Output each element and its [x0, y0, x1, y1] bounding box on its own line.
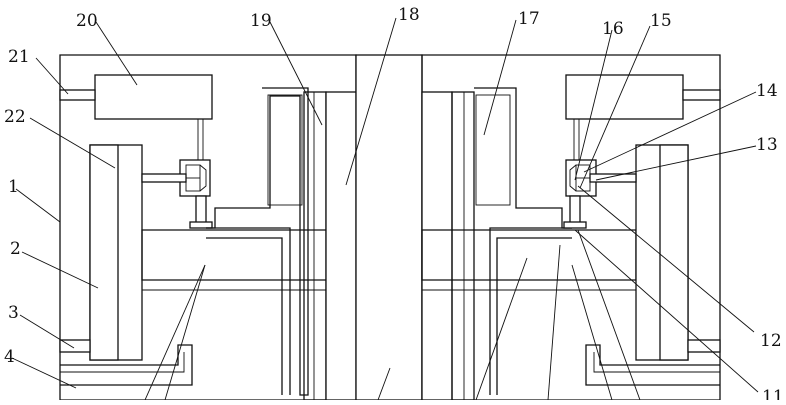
central-shaft-18 [355, 54, 423, 401]
left-housing [59, 54, 357, 401]
left-inner-sleeve [303, 91, 327, 401]
label-17: 17 [518, 9, 540, 29]
right-block [565, 74, 684, 120]
label-12: 12 [760, 331, 782, 351]
label-21: 21 [8, 47, 30, 67]
left-block-20 [94, 74, 213, 120]
label-1: 1 [8, 177, 19, 197]
label-14: 14 [756, 81, 778, 101]
left-gap [325, 91, 357, 401]
label-22: 22 [4, 107, 26, 127]
label-2: 2 [10, 239, 21, 259]
left-channel-21 [59, 89, 96, 101]
right-gap [421, 91, 453, 401]
label-4: 4 [4, 347, 15, 367]
left-piston-22 [89, 144, 119, 361]
right-housing [421, 54, 721, 401]
right-piston [659, 144, 689, 361]
right-inner-sleeve [451, 91, 475, 401]
label-19: 19 [250, 11, 272, 31]
label-15: 15 [650, 11, 672, 31]
label-11: 11 [762, 387, 784, 400]
label-20: 20 [76, 11, 98, 31]
label-18: 18 [398, 5, 420, 25]
label-16: 16 [602, 19, 624, 39]
leader-lines [11, 17, 759, 401]
label-13: 13 [756, 135, 778, 155]
left-channel-3 [59, 339, 91, 353]
label-3: 3 [8, 303, 19, 323]
